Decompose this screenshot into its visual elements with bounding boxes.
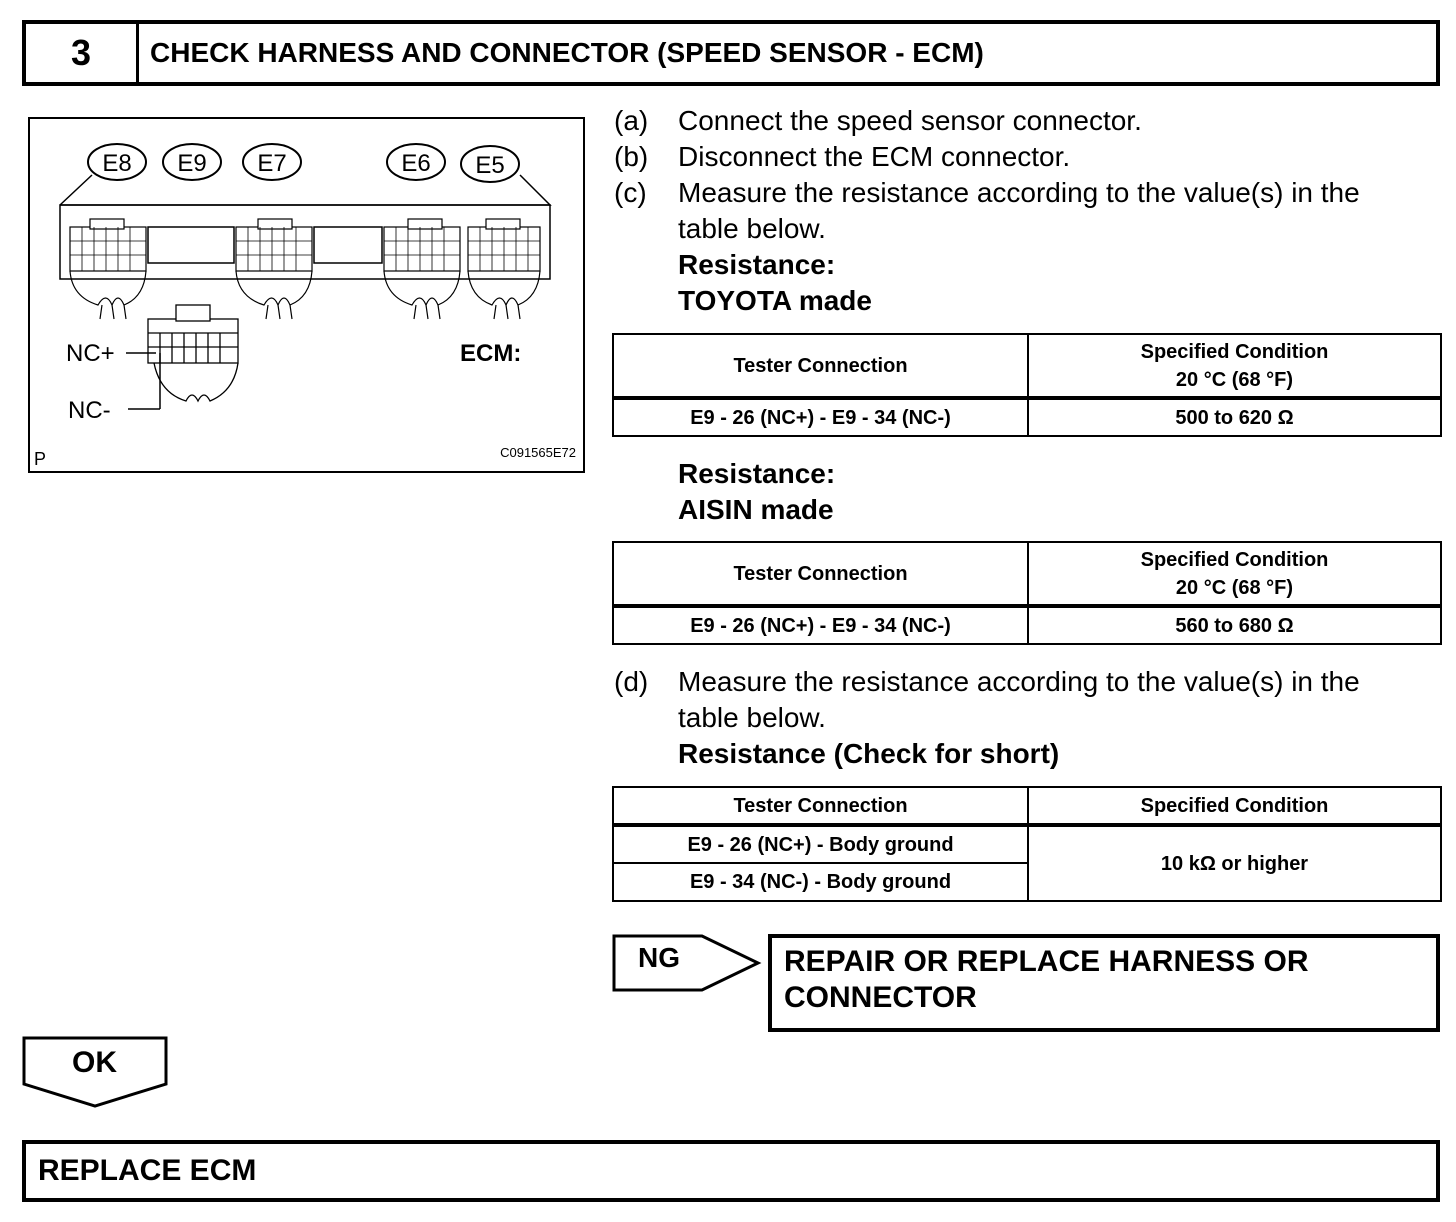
final-action-box: REPLACE ECM bbox=[22, 1140, 1440, 1202]
step-a-label: (a) bbox=[614, 105, 649, 136]
table-header-tester-connection: Tester Connection bbox=[612, 333, 1029, 399]
ng-result-box: REPAIR OR REPLACE HARNESS OR CONNECTOR bbox=[768, 934, 1440, 1032]
step-d-text-line2: table below. bbox=[678, 702, 826, 733]
aisin-resistance-heading: Resistance: bbox=[678, 458, 836, 489]
step-a-text: Connect the speed sensor connector. bbox=[678, 105, 1142, 136]
table-cell-condition: 500 to 620 Ω bbox=[1027, 396, 1442, 437]
table-cell-connection: E9 - 26 (NC+) - Body ground bbox=[612, 823, 1029, 864]
ng-arrow-shape bbox=[612, 934, 762, 992]
connector-label-e7: E7 bbox=[257, 150, 286, 177]
table-cell-condition: 560 to 680 Ω bbox=[1027, 604, 1442, 645]
ng-result-line2: CONNECTOR bbox=[784, 981, 977, 1014]
table-header-specified-condition: Specified Condition bbox=[1027, 786, 1442, 826]
connector-pin-grid bbox=[70, 227, 540, 271]
toyota-resistance-table: Tester Connection Specified Condition 20… bbox=[612, 333, 1442, 437]
nc-plus-label: NC+ bbox=[66, 340, 115, 367]
ng-result-text: REPAIR OR REPLACE HARNESS OR CONNECTOR bbox=[784, 944, 1384, 1016]
table-header-specified-condition: Specified Condition 20 °C (68 °F) bbox=[1027, 541, 1442, 607]
short-check-table: Tester Connection Specified Condition E9… bbox=[612, 786, 1442, 902]
connector-oval-e8 bbox=[87, 143, 147, 181]
ecm-housing bbox=[59, 174, 552, 280]
toyota-resistance-heading: Resistance: bbox=[678, 249, 836, 280]
nc-minus-label: NC- bbox=[68, 397, 111, 424]
ng-label: NG bbox=[638, 942, 680, 973]
connector-label-e6: E6 bbox=[401, 150, 430, 177]
toyota-made-heading: TOYOTA made bbox=[678, 285, 872, 316]
step-d-label: (d) bbox=[614, 666, 649, 697]
table-cell-connection: E9 - 34 (NC-) - Body ground bbox=[612, 862, 1029, 902]
connector-label-e9: E9 bbox=[177, 150, 206, 177]
spec-temperature-label: 20 °C (68 °F) bbox=[1175, 576, 1294, 599]
connector-oval-e5 bbox=[460, 145, 520, 183]
ng-result-line1: REPAIR OR REPLACE HARNESS OR bbox=[784, 945, 1309, 978]
ok-label: OK bbox=[72, 1046, 117, 1079]
short-check-heading: Resistance (Check for short) bbox=[678, 738, 1060, 769]
figure-code: C091565E72 bbox=[500, 445, 576, 460]
aisin-made-heading: AISIN made bbox=[678, 494, 834, 525]
table-cell-condition: 10 kΩ or higher bbox=[1027, 823, 1442, 902]
step-d-text-line1: Measure the resistance according to the … bbox=[678, 666, 1360, 697]
step-c-label: (c) bbox=[614, 177, 647, 208]
final-action-text: REPLACE ECM bbox=[38, 1154, 257, 1187]
connector-oval-e9 bbox=[162, 143, 222, 181]
ecm-label: ECM: bbox=[460, 340, 521, 367]
ecm-connector-blocks bbox=[69, 218, 541, 272]
connector-label-e8: E8 bbox=[102, 150, 131, 177]
step-b-text: Disconnect the ECM connector. bbox=[678, 141, 1071, 172]
step-c-text-line2: table below. bbox=[678, 213, 826, 244]
step-number: 3 bbox=[26, 24, 139, 82]
e9-connector-closeup bbox=[147, 304, 239, 403]
step-b-label: (b) bbox=[614, 141, 649, 172]
table-cell-connection: E9 - 26 (NC+) - E9 - 34 (NC-) bbox=[612, 604, 1029, 645]
step-header: 3 CHECK HARNESS AND CONNECTOR (SPEED SEN… bbox=[22, 20, 1440, 86]
wire-bundles bbox=[69, 270, 541, 320]
spec-condition-label: Specified Condition bbox=[1140, 548, 1329, 571]
connector-label-e5: E5 bbox=[475, 152, 504, 179]
step-c-text-line1: Measure the resistance according to the … bbox=[678, 177, 1360, 208]
spec-condition-label: Specified Condition bbox=[1140, 340, 1329, 363]
connector-oval-e7 bbox=[242, 143, 302, 181]
ecm-connector-diagram: E8 E9 E7 E6 E5 bbox=[28, 117, 585, 473]
spec-temperature-label: 20 °C (68 °F) bbox=[1175, 368, 1294, 391]
table-header-specified-condition: Specified Condition 20 °C (68 °F) bbox=[1027, 333, 1442, 399]
connector-illustration: E8 E9 E7 E6 E5 bbox=[34, 143, 576, 469]
ok-arrow-shape bbox=[22, 1036, 168, 1108]
table-header-tester-connection: Tester Connection bbox=[612, 786, 1029, 826]
connector-oval-e6 bbox=[386, 143, 446, 181]
table-cell-connection: E9 - 26 (NC+) - E9 - 34 (NC-) bbox=[612, 396, 1029, 437]
aisin-resistance-table: Tester Connection Specified Condition 20… bbox=[612, 541, 1442, 645]
figure-corner-letter: P bbox=[34, 449, 46, 469]
table-header-tester-connection: Tester Connection bbox=[612, 541, 1029, 607]
step-title: CHECK HARNESS AND CONNECTOR (SPEED SENSO… bbox=[150, 37, 984, 68]
pin-leader-lines bbox=[126, 352, 161, 410]
